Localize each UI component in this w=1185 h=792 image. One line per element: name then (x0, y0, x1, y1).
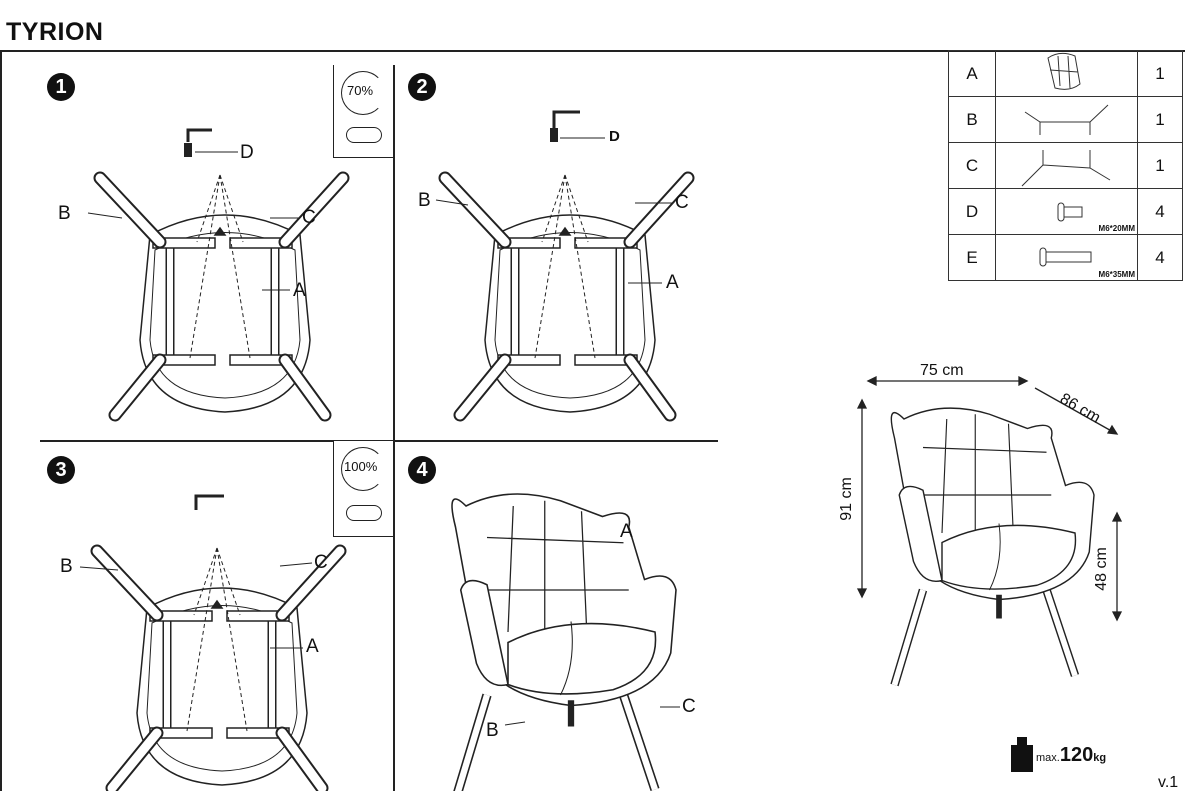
part-qty: 4 (1137, 188, 1183, 235)
part-id: C (948, 142, 996, 189)
part-qty: 4 (1137, 234, 1183, 281)
rotation-percent: 70% (347, 83, 374, 98)
tighten-70-percent-box: 70% (333, 65, 394, 158)
table-row: A 1 (948, 50, 1183, 97)
hand-icon (346, 127, 382, 143)
step-number-2: 2 (408, 73, 436, 101)
max-load-prefix: max. (1036, 752, 1060, 764)
product-title: TYRION (6, 18, 104, 46)
label-D: D (240, 142, 254, 163)
table-row: D M6*20MM 4 (948, 188, 1183, 235)
label-A: A (620, 521, 633, 542)
hand-icon (346, 505, 382, 521)
step-number-3: 3 (47, 456, 75, 484)
version-label: v.1 (1158, 774, 1179, 791)
max-load: max.120kg (1036, 744, 1106, 767)
weight-icon (1011, 737, 1033, 772)
bolt-spec: M6*35MM (1098, 270, 1135, 279)
allen-key-icons (186, 110, 580, 510)
part-qty: 1 (1137, 96, 1183, 143)
step-divider-vertical (393, 65, 395, 791)
dimension-height: 91 cm (837, 477, 855, 521)
label-C: C (314, 552, 328, 573)
part-image-frame-b (995, 96, 1138, 143)
bolt-spec: M6*20MM (1098, 224, 1135, 233)
rotate-arrow-icon (341, 71, 385, 115)
label-C: C (682, 696, 696, 717)
armchair-dimension-view (891, 408, 1094, 685)
label-A: A (666, 272, 679, 293)
label-B: B (486, 720, 499, 741)
table-row: B 1 (948, 96, 1183, 143)
label-A: A (306, 636, 319, 657)
label-C: C (302, 207, 316, 228)
label-B: B (60, 556, 73, 577)
rotation-percent: 100% (344, 459, 378, 474)
part-id: A (948, 50, 996, 97)
part-image-bolt-e: M6*35MM (995, 234, 1138, 281)
label-B: B (418, 190, 431, 211)
part-qty: 1 (1137, 50, 1183, 97)
dimension-width: 75 cm (920, 362, 964, 379)
label-A: A (293, 280, 306, 301)
armchair-assembled-view (452, 494, 676, 791)
step-number-1: 1 (47, 73, 75, 101)
chair-bottom-view-step3 (97, 548, 340, 788)
frame-top-border (0, 50, 1185, 52)
part-qty: 1 (1137, 142, 1183, 189)
step-number-4: 4 (408, 456, 436, 484)
max-load-unit: kg (1093, 752, 1107, 764)
chair-bottom-view-step2 (445, 175, 688, 415)
label-B: B (58, 203, 71, 224)
part-id: D (948, 188, 996, 235)
part-id: B (948, 96, 996, 143)
frame-left-border (0, 50, 2, 791)
dimension-arrows (856, 375, 1123, 622)
part-image-frame-c (995, 142, 1138, 189)
part-image-seat (995, 50, 1138, 97)
table-row: E M6*35MM 4 (948, 234, 1183, 281)
label-D: D (609, 128, 620, 145)
rotate-arrow-icon (341, 447, 385, 491)
part-image-bolt-d: M6*20MM (995, 188, 1138, 235)
parts-list-table: A 1 B 1 C 1 D M6*20MM 4 E M6*35MM 4 (948, 50, 1183, 281)
dimension-seat-height: 48 cm (1092, 547, 1110, 591)
table-row: C 1 (948, 142, 1183, 189)
part-id: E (948, 234, 996, 281)
max-load-value: 120 (1059, 744, 1094, 766)
label-C: C (675, 192, 689, 213)
tighten-100-percent-box: 100% (333, 440, 394, 537)
